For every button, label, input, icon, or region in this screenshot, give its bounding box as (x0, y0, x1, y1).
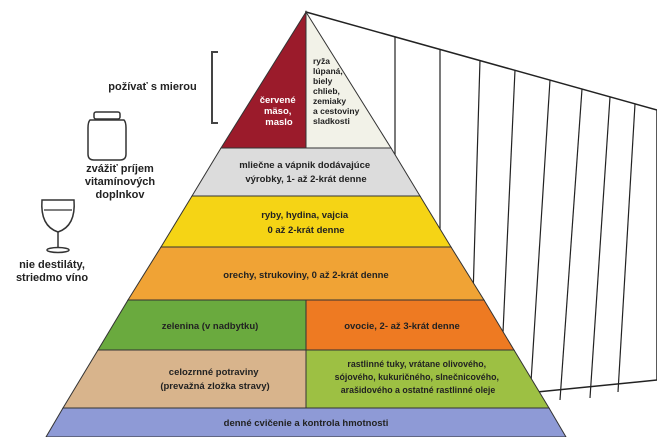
fruit-label: ovocie, 2- až 3-krát denne (344, 321, 460, 332)
vitamins-note-line-2: vitamínových doplnkov (84, 176, 156, 201)
vitamins-note-line-1: zvážiť príjem (86, 163, 154, 175)
base-label: denné cvičenie a kontrola hmotnosti (224, 418, 389, 429)
tier-fish (160, 195, 452, 248)
tier-red-meat (220, 10, 307, 149)
moderation-note: požívať s mierou (108, 81, 197, 93)
refined-carbs-label: ryža lúpaná, biely chlieb, zemiaky a ces… (313, 56, 362, 126)
wine-glass-icon (41, 199, 75, 254)
oils-label: rastlinné tuky, vrátane olivového, sójov… (335, 359, 502, 395)
alcohol-note: nie destiláty, striedmo víno (2, 259, 102, 285)
wholegrain-label: celozrnné potraviny (prevažná zložka str… (160, 367, 269, 392)
vegetables-label: zelenina (v nadbytku) (162, 321, 259, 332)
alcohol-note-line-2: striedmo víno (15, 272, 89, 284)
tier-wholegrain (62, 349, 307, 409)
fish-label: ryby, hydina, vajcia 0 až 2-krát denne (261, 210, 351, 236)
tier-dairy (191, 147, 421, 197)
dairy-label: mliečne a vápnik dodávajúce výrobky, 1- … (239, 160, 373, 185)
alcohol-note-line-1: nie destiláty, (19, 259, 85, 271)
nuts-label: orechy, strukoviny, 0 až 2-krát denne (223, 270, 388, 281)
vitamins-note: zvážiť príjem vitamínových doplnkov (60, 163, 180, 202)
red-meat-label: červené mäso, maslo (260, 95, 299, 128)
vitamin-jar-icon (87, 111, 127, 161)
moderation-bracket (211, 51, 218, 124)
